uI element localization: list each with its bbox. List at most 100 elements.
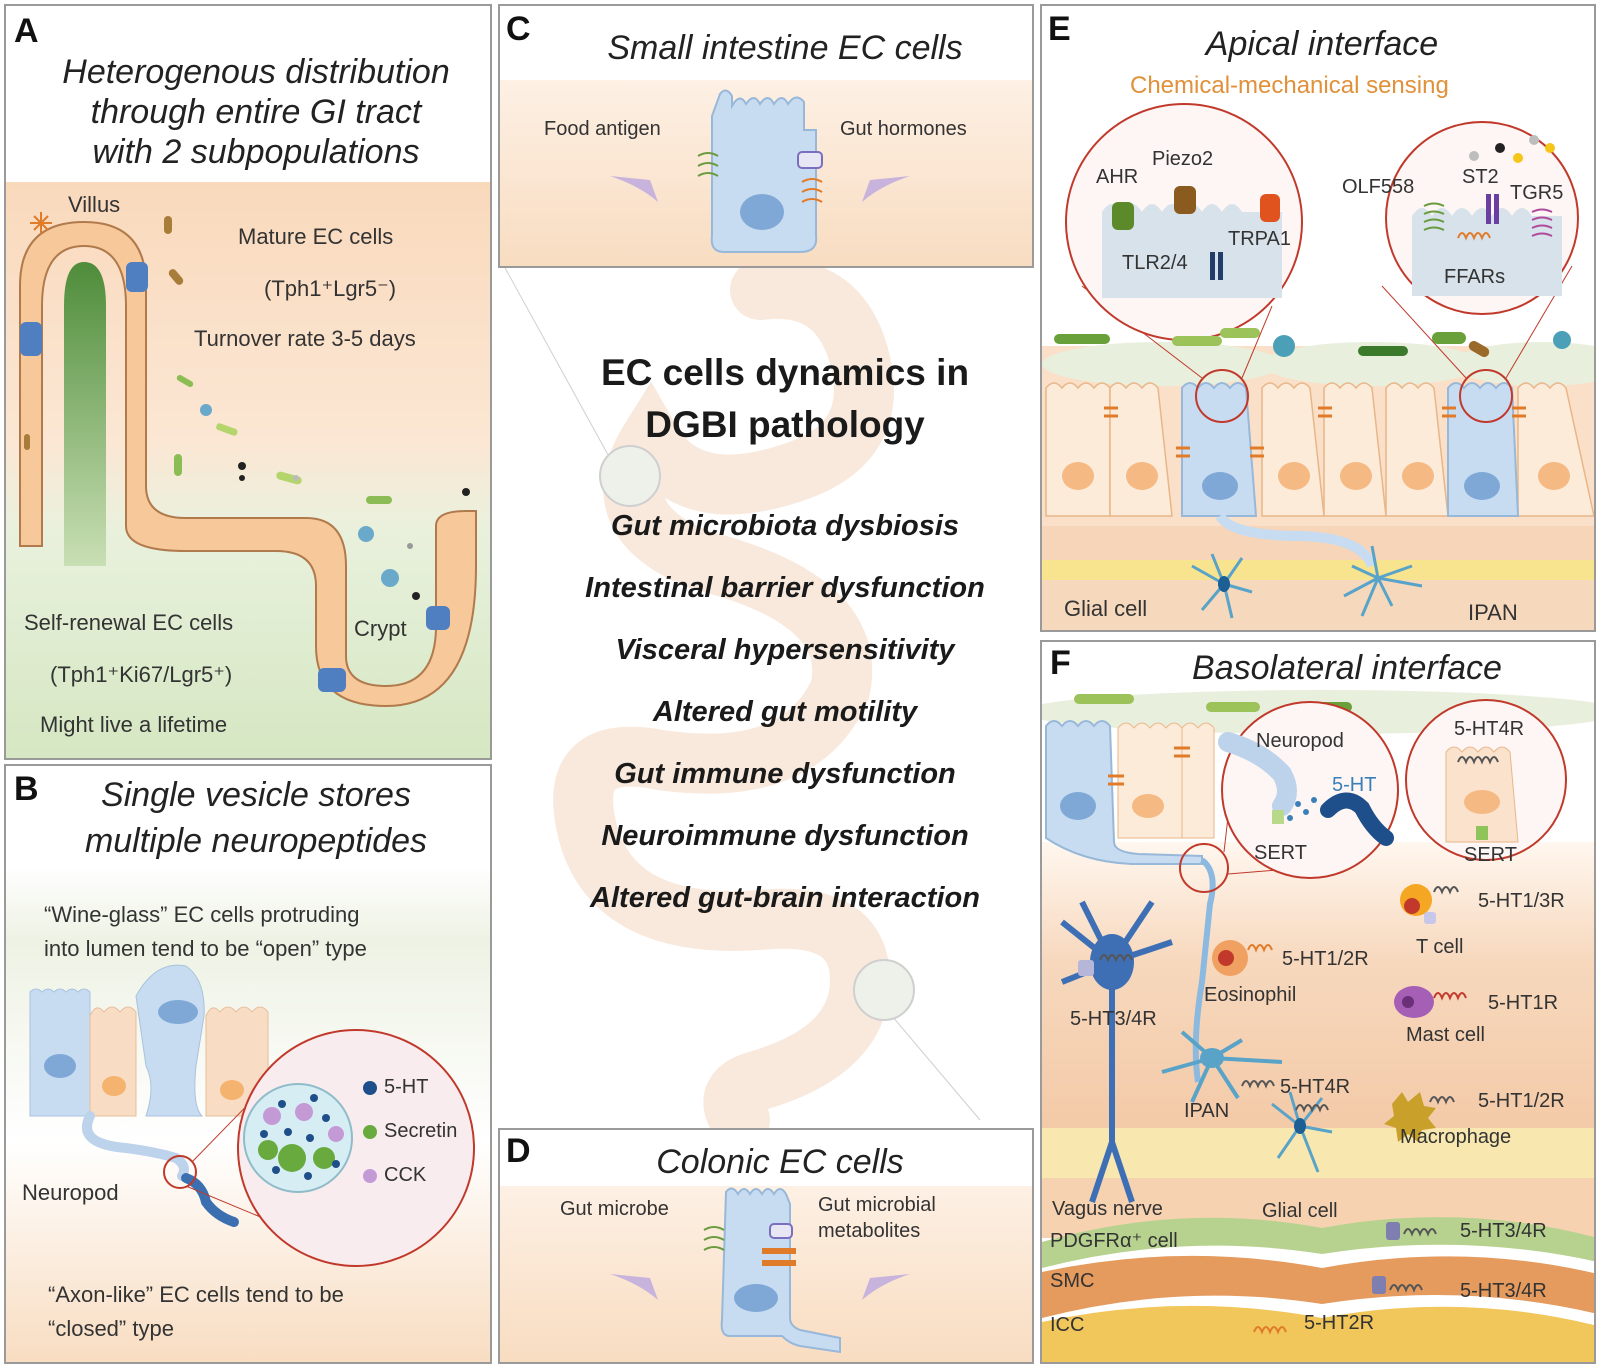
gut-hormones-label: Gut hormones bbox=[840, 118, 967, 140]
small-intestine-zoom-circle bbox=[599, 445, 661, 507]
mast-cell-label: Mast cell bbox=[1406, 1024, 1485, 1046]
legend-cck: CCK bbox=[384, 1164, 427, 1186]
macrophage-receptor-label: 5-HT1/2R bbox=[1478, 1090, 1565, 1112]
tgr5-label: TGR5 bbox=[1510, 182, 1564, 204]
tlr24-label: TLR2/4 bbox=[1122, 252, 1188, 274]
icc-receptor-label: 5-HT2R bbox=[1304, 1312, 1375, 1334]
mature-ec-label: Mature EC cells bbox=[238, 224, 394, 249]
turnover-label: Turnover rate 3-5 days bbox=[194, 326, 416, 351]
ec-cell-blue-icon bbox=[20, 322, 42, 356]
legend-cck-dot-icon bbox=[363, 1169, 377, 1183]
olf558-icon bbox=[1423, 202, 1445, 231]
legend-5ht: 5-HT bbox=[384, 1076, 429, 1098]
microbes-icon bbox=[1054, 328, 1571, 357]
ffar-icon bbox=[1457, 232, 1491, 241]
receptor-icon bbox=[703, 1226, 725, 1251]
legend-5ht-dot-icon bbox=[363, 1081, 377, 1095]
villus-label: Villus bbox=[68, 192, 121, 217]
macrophage-icon bbox=[1384, 1092, 1436, 1142]
t-cell-label: T cell bbox=[1416, 936, 1464, 958]
pdgfr-label: PDGFRα⁺ cell bbox=[1050, 1230, 1178, 1252]
panel-c-title: Small intestine EC cells bbox=[607, 29, 963, 67]
panel-a-label: A bbox=[14, 12, 39, 50]
sert-label-1: SERT bbox=[1254, 842, 1307, 864]
piezo2-label: Piezo2 bbox=[1152, 148, 1214, 170]
immune-cell-icon bbox=[30, 212, 52, 234]
center-item-7: Altered gut-brain interaction bbox=[590, 882, 980, 914]
center-item-1: Gut microbiota dysbiosis bbox=[610, 510, 960, 542]
5ht4r-icon bbox=[1457, 756, 1499, 765]
ipan-label: IPAN bbox=[1468, 600, 1518, 625]
glial-cell-label: Glial cell bbox=[1064, 596, 1148, 621]
panel-d-title: Colonic EC cells bbox=[656, 1143, 904, 1181]
receptor-icon bbox=[697, 152, 719, 177]
wine-glass-line1: “Wine-glass” EC cells protruding bbox=[44, 902, 360, 927]
pdgfr-receptor-label: 5-HT3/4R bbox=[1460, 1220, 1547, 1242]
tlr-icon bbox=[1210, 252, 1215, 280]
tight-junction-icon bbox=[762, 1260, 796, 1266]
panel-e-label: E bbox=[1048, 10, 1071, 48]
glial-cell-icon bbox=[1191, 553, 1253, 619]
ec-cell-icon bbox=[1045, 720, 1203, 865]
arrow-left-icon bbox=[862, 176, 910, 202]
nerve-terminal-icon bbox=[1320, 792, 1394, 846]
small-intestine-ec-illustration bbox=[500, 80, 1032, 266]
center-item-4: Altered gut motility bbox=[652, 696, 918, 728]
panel-b: B Single vesicle stores multiple neurope… bbox=[4, 764, 492, 1364]
pdgfr-cell-icon bbox=[1042, 1217, 1594, 1268]
5ht4r-box-label: 5-HT4R bbox=[1454, 718, 1525, 740]
icc-icon bbox=[1042, 1305, 1594, 1362]
axon-like-line1: “Axon-like” EC cells tend to be bbox=[48, 1282, 344, 1307]
ahr-label: AHR bbox=[1096, 166, 1139, 188]
ec-cell-vesicle-illustration bbox=[6, 866, 490, 1362]
legend-secretin-dot-icon bbox=[363, 1125, 377, 1139]
trpa1-label: TRPA1 bbox=[1228, 228, 1291, 250]
center-title-line1: EC cells dynamics in bbox=[600, 352, 970, 393]
trpa1-icon bbox=[1260, 194, 1280, 222]
neuropod-zoom-circle bbox=[1221, 701, 1399, 879]
eosinophil-receptor-label: 5-HT1/2R bbox=[1282, 948, 1369, 970]
glial-cell-label: Glial cell bbox=[1262, 1200, 1338, 1222]
arrow-right-icon bbox=[610, 1274, 658, 1300]
axon-like-line2: “closed” type bbox=[48, 1316, 174, 1341]
vagus-receptor-label: 5-HT3/4R bbox=[1070, 1008, 1157, 1030]
smc-label: SMC bbox=[1050, 1270, 1095, 1292]
self-renewal-label: Self-renewal EC cells bbox=[24, 610, 234, 635]
ffars-label: FFARs bbox=[1444, 266, 1506, 288]
panel-c: C Small intestine EC cells Food antigen … bbox=[498, 4, 1034, 268]
panel-a: A Heterogenous distribution through enti… bbox=[4, 4, 492, 760]
colonic-ec-illustration bbox=[500, 1186, 1032, 1362]
colon-zoom-circle bbox=[853, 959, 915, 1021]
wine-glass-line2: into lumen tend to be “open” type bbox=[44, 936, 367, 961]
apical-interface-illustration bbox=[1042, 103, 1594, 630]
villus-crypt-illustration bbox=[6, 182, 490, 758]
ipan-icon bbox=[1343, 545, 1423, 617]
gut-microbial-label-2: metabolites bbox=[818, 1220, 921, 1242]
piezo2-icon bbox=[1174, 186, 1196, 214]
t-cell-receptor-label: 5-HT1/3R bbox=[1478, 890, 1565, 912]
neuropod-zoom-circle bbox=[163, 1155, 197, 1189]
st2-icon bbox=[1486, 194, 1491, 224]
lifetime-label: Might live a lifetime bbox=[40, 712, 228, 737]
food-antigen-label: Food antigen bbox=[544, 118, 661, 140]
ipan-icon bbox=[1161, 1030, 1283, 1103]
center-title-line2: DGBI pathology bbox=[645, 404, 925, 445]
5ht-label: 5-HT bbox=[1332, 774, 1377, 796]
sert-label-2: SERT bbox=[1464, 844, 1517, 866]
gut-microbial-label-1: Gut microbial bbox=[818, 1194, 936, 1216]
transporter-icon bbox=[797, 151, 823, 169]
macrophage-label: Macrophage bbox=[1400, 1126, 1512, 1148]
ipan-receptor-label: 5-HT4R bbox=[1280, 1076, 1351, 1098]
vagus-nerve-label: Vagus nerve bbox=[1052, 1198, 1163, 1220]
st2-label: ST2 bbox=[1462, 166, 1499, 188]
panel-d-label: D bbox=[506, 1132, 531, 1170]
panel-a-title: Heterogenous distribution through entire… bbox=[62, 53, 450, 171]
panel-e-subtitle: Chemical-mechanical sensing bbox=[1130, 72, 1449, 99]
center-item-3: Visceral hypersensitivity bbox=[615, 634, 955, 666]
panel-d: D Colonic EC cells Gut microbe Gut micro… bbox=[498, 1128, 1034, 1364]
mature-ec-markers: (Tph1⁺Lgr5⁻) bbox=[264, 276, 397, 301]
olf558-label: OLF558 bbox=[1342, 176, 1415, 198]
bacteria-icon bbox=[24, 216, 470, 600]
tgr5-icon bbox=[1531, 208, 1553, 237]
